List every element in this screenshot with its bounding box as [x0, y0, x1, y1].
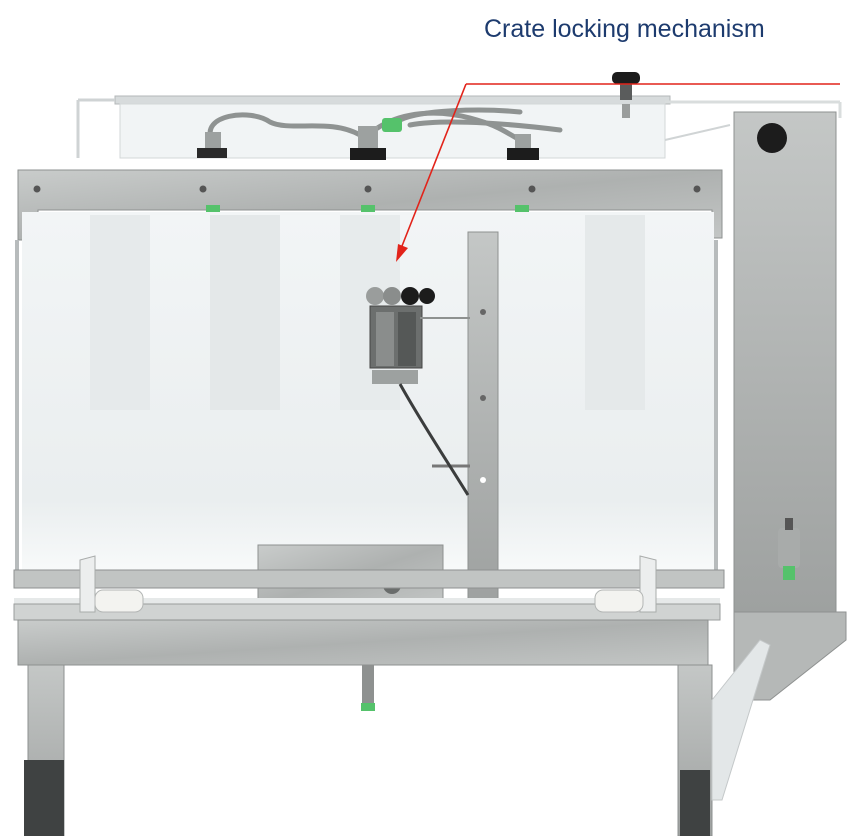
base-platform: [13, 544, 725, 621]
top-lid: [76, 95, 842, 159]
table-frame: [17, 619, 771, 836]
callout-label: Crate locking mechanism: [484, 15, 765, 43]
rollers: [79, 555, 657, 613]
side-cabinet: [733, 111, 847, 701]
crate-locking-mechanism: [366, 287, 470, 496]
lid-fittings: [197, 118, 539, 160]
vertical-post: [432, 231, 499, 605]
callout-pointer: [396, 83, 840, 262]
lid-knob: [612, 72, 640, 118]
glass-enclosure: [15, 212, 718, 575]
